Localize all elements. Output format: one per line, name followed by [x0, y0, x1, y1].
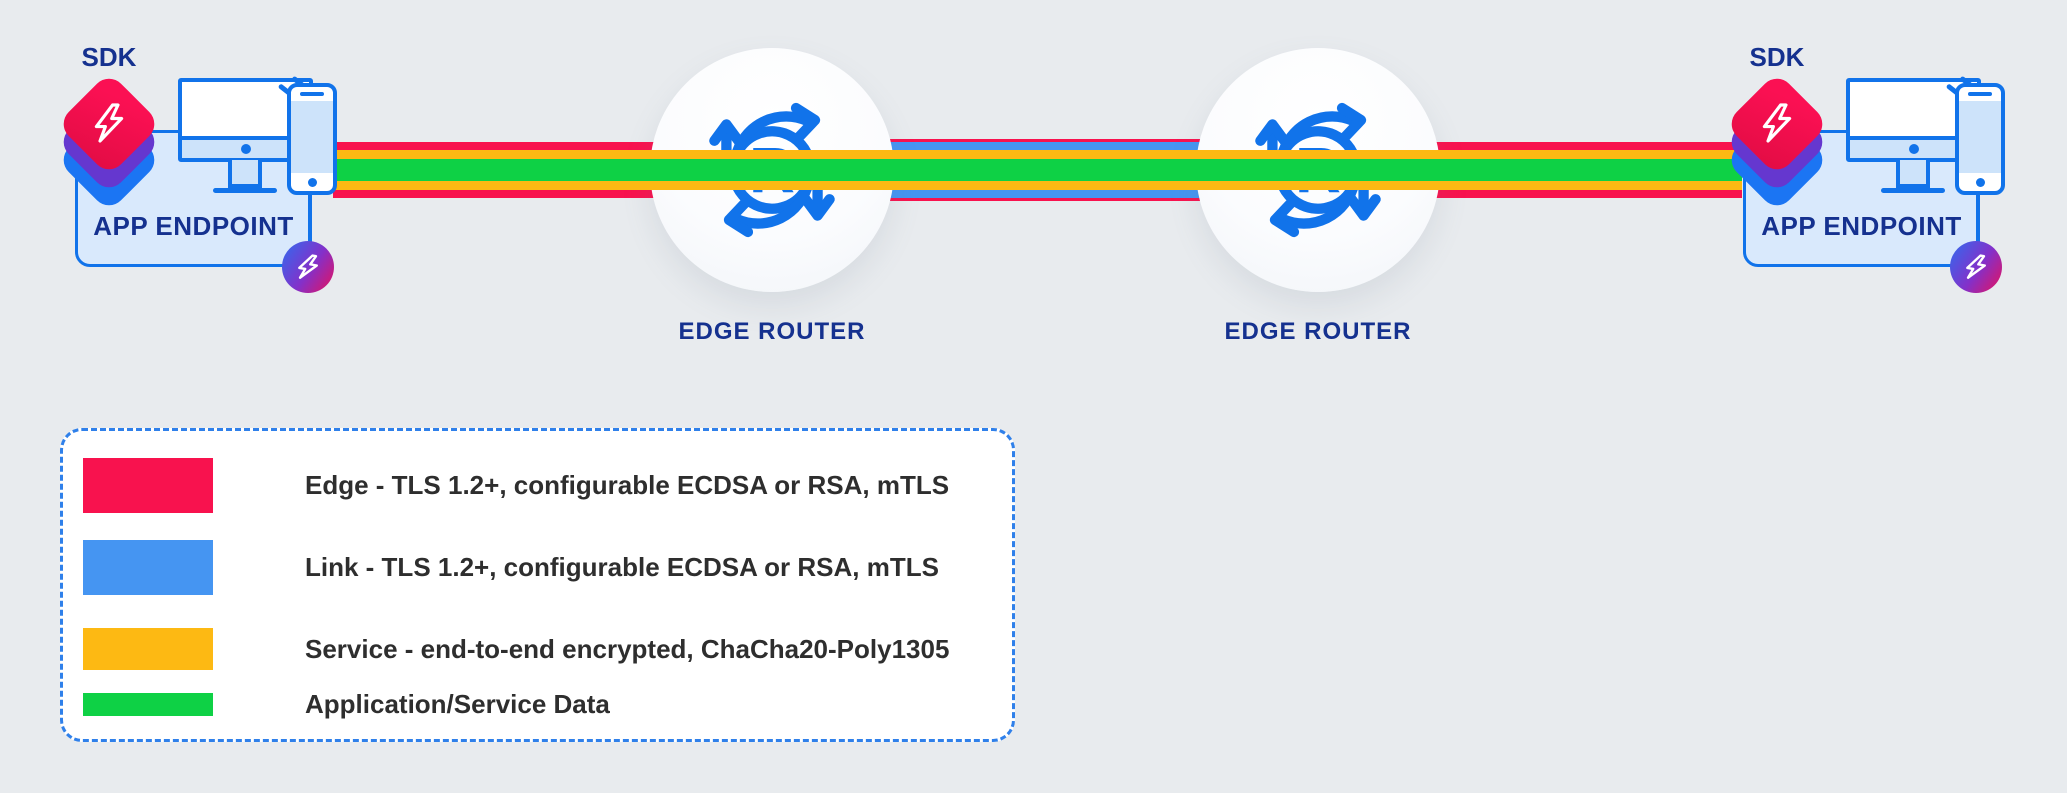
legend-label-data: Application/Service Data: [305, 689, 610, 719]
ziti-badge-icon: [1950, 241, 2002, 293]
legend-swatch-data: [83, 693, 213, 716]
app-endpoint-left: APP ENDPOINT SDK: [0, 0, 420, 310]
app-endpoint-label: APP ENDPOINT: [93, 211, 294, 241]
badge-connector-line: [308, 193, 312, 245]
link-tls-stripe-top: [772, 142, 1318, 150]
legend-swatch-service: [83, 628, 213, 670]
monitor-stand: [228, 160, 262, 188]
legend-swatch-edge: [83, 458, 213, 513]
edge-tls-thin-stripe-mid-bottom: [772, 198, 1318, 201]
sdk-label: SDK: [81, 42, 137, 72]
service-encryption-stripe-bottom: [333, 181, 1742, 190]
phone-home-button: [307, 178, 317, 187]
edge-router-left-label: EDGE ROUTER: [678, 318, 866, 345]
phone-icon: [1955, 83, 2005, 195]
lightning-bolt-icon: [1966, 254, 1986, 279]
legend-label-edge: Edge - TLS 1.2+, configurable ECDSA or R…: [305, 470, 950, 500]
app-endpoint-label: APP ENDPOINT: [1761, 211, 1962, 241]
monitor-button-dot: [1908, 144, 1919, 154]
legend-label-service: Service - end-to-end encrypted, ChaCha20…: [305, 633, 950, 664]
phone-screen: [1959, 101, 2001, 173]
lightning-bolt-icon: [298, 254, 318, 279]
sdk-label: SDK: [1749, 42, 1805, 72]
edge-tls-stripe-right-top: [1318, 142, 1742, 150]
monitor-button-dot: [240, 144, 251, 154]
legend-row-data: Application/Service Data: [83, 689, 992, 719]
legend-row-link: Link - TLS 1.2+, configurable ECDSA or R…: [83, 540, 992, 595]
edge-tls-stripe-left-top: [333, 142, 773, 150]
legend-row-service: Service - end-to-end encrypted, ChaCha20…: [83, 628, 992, 670]
edge-router-right-label: EDGE ROUTER: [1224, 318, 1412, 345]
link-tls-stripe-bottom: [772, 190, 1318, 198]
phone-speaker-dash: [1968, 92, 1992, 96]
edge-tls-stripe-left-bottom: [333, 190, 773, 198]
edge-tls-thin-stripe-mid-top: [772, 139, 1318, 142]
monitor-bezel: [1850, 136, 1977, 158]
phone-screen: [291, 101, 333, 173]
edge-tls-stripe-right-bottom: [1318, 190, 1742, 198]
phone-speaker-dash: [300, 92, 324, 96]
service-encryption-stripe-top: [333, 150, 1742, 159]
legend-swatch-link: [83, 540, 213, 595]
monitor-bezel: [182, 136, 309, 158]
legend-label-link: Link - TLS 1.2+, configurable ECDSA or R…: [305, 552, 939, 582]
ziti-badge-icon: [282, 241, 334, 293]
lightning-bolt-icon: [94, 103, 124, 143]
phone-icon: [287, 83, 337, 195]
monitor-base: [1881, 188, 1945, 193]
application-data-stripe: [333, 159, 1742, 181]
app-endpoint-right: APP ENDPOINT SDK: [1668, 0, 2067, 310]
badge-connector-line: [1976, 193, 1980, 245]
lightning-bolt-icon: [1762, 103, 1792, 143]
monitor-base: [213, 188, 277, 193]
legend-row-edge: Edge - TLS 1.2+, configurable ECDSA or R…: [83, 458, 992, 513]
service-data-band: [333, 150, 1742, 190]
phone-home-button: [1975, 178, 1985, 187]
monitor-stand: [1896, 160, 1930, 188]
legend: Edge - TLS 1.2+, configurable ECDSA or R…: [60, 428, 1015, 742]
